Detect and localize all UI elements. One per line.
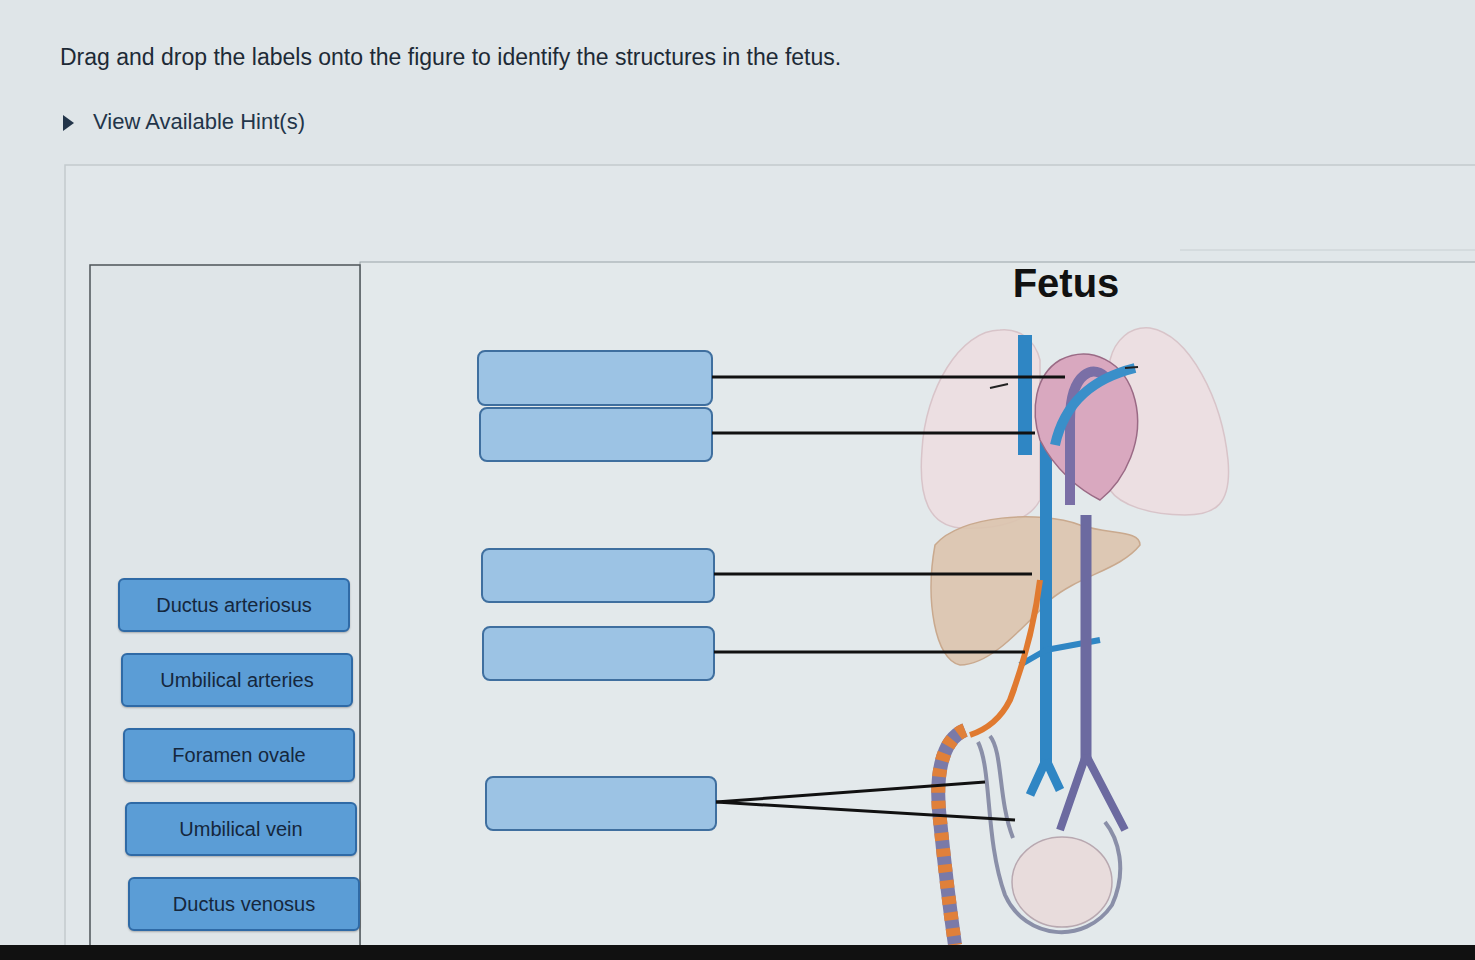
label-text: Ductus venosus — [173, 893, 315, 916]
umbilical-cord — [938, 730, 965, 945]
iliac-arteries — [1060, 755, 1125, 830]
pulmonary-trunk — [1055, 368, 1135, 445]
drop-target — [486, 777, 716, 830]
umbilical-vein-vessel — [970, 580, 1040, 735]
figure-heading: Fetus — [1013, 261, 1120, 306]
drop-target — [480, 408, 712, 461]
drop-targets — [478, 351, 1065, 830]
drop-target — [482, 549, 714, 602]
iliac-veins — [1030, 760, 1060, 795]
drop-target — [478, 351, 712, 405]
descending-aorta — [1081, 515, 1092, 760]
leader-line — [712, 376, 1065, 379]
disclosure-triangle — [63, 115, 74, 131]
umbilical-cord-twist — [938, 730, 965, 945]
label-text: Foramen ovale — [172, 744, 305, 767]
drop-target — [483, 627, 714, 680]
label-text: Umbilical vein — [179, 818, 302, 841]
leader-line — [716, 802, 1015, 820]
label-text: Umbilical arteries — [160, 669, 313, 692]
fetus-figure — [921, 328, 1228, 945]
label-button: Umbilical vein — [125, 802, 357, 856]
figure-area — [360, 262, 1475, 960]
label-button: Umbilical arteries — [121, 653, 353, 707]
superior-vena-cava — [1018, 335, 1032, 455]
leader-line — [714, 651, 1025, 654]
label-text: Ductus arteriosus — [156, 594, 312, 617]
panel-rule — [1180, 250, 1475, 251]
label-button: Foramen ovale — [123, 728, 355, 782]
leader-line — [712, 432, 1035, 435]
label-button: Ductus arteriosus — [118, 578, 350, 632]
label-bank — [90, 265, 360, 960]
bladder — [1012, 837, 1112, 927]
inferior-vena-cava — [1040, 440, 1052, 765]
screen-bezel — [0, 945, 1475, 960]
leader-line — [716, 782, 985, 802]
label-button: Ductus venosus — [128, 877, 360, 931]
umbilical-artery-vessel — [990, 736, 1013, 838]
instruction-text: Drag and drop the labels onto the figure… — [60, 44, 841, 71]
left-lung — [921, 330, 1040, 528]
hint-link: View Available Hint(s) — [93, 109, 305, 135]
exercise-panel — [65, 165, 1475, 960]
leader-line — [714, 573, 1032, 576]
